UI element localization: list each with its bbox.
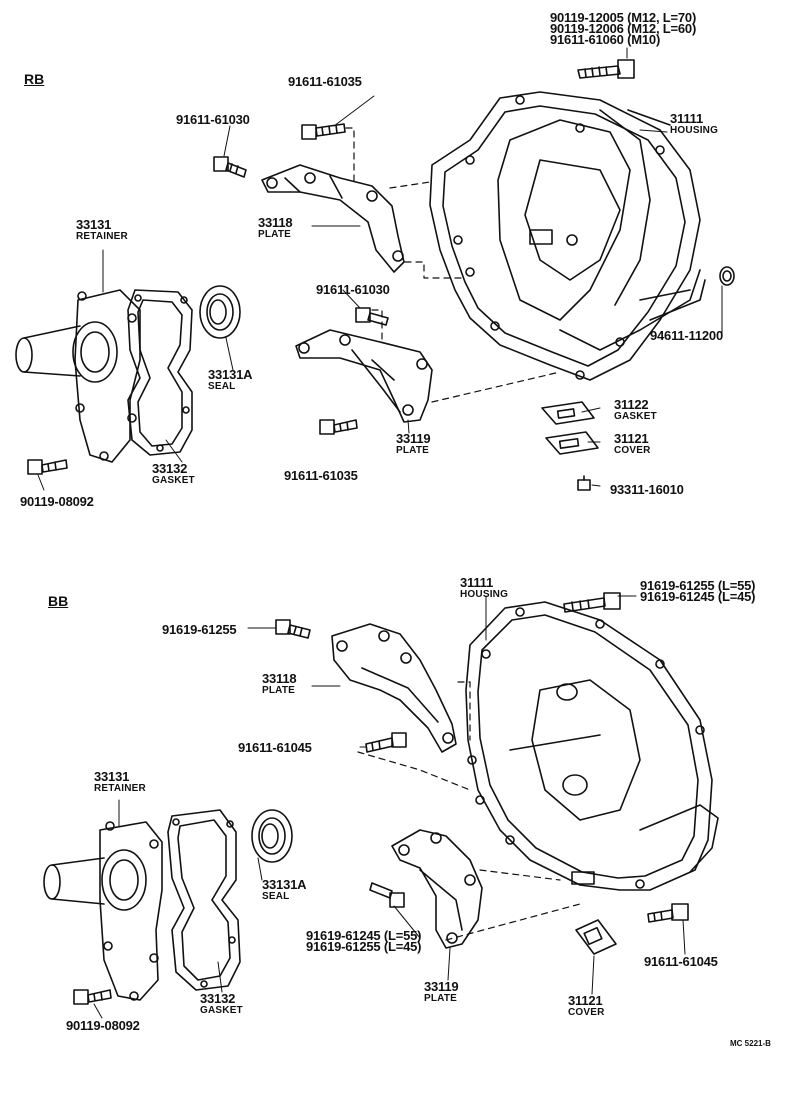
label-31111-top: 31111 HOUSING bbox=[670, 112, 718, 136]
gasket-33132-top bbox=[127, 289, 193, 456]
leaders-top bbox=[37, 47, 723, 491]
part-number-90119-12005: 90119-12005 (M12, L=70) bbox=[550, 10, 697, 25]
label-33131-top: 33131 RETAINER bbox=[76, 217, 128, 242]
gasket-33132-bottom bbox=[167, 809, 241, 991]
label-91611-61045-bottom-right: 91611-61045 bbox=[644, 954, 718, 969]
seal-33131A-bottom bbox=[251, 809, 293, 863]
part-number-91611-61060: 91611-61060 (M10) bbox=[550, 32, 661, 47]
label-33132-bottom: 33132 GASKET bbox=[200, 991, 243, 1016]
part-number: 31111 bbox=[670, 111, 703, 126]
dashed-assembly-lines-top bbox=[345, 127, 561, 403]
label-housing-bolts-top: 90119-12005 (M12, L=70) 90119-12006 (M12… bbox=[550, 10, 697, 47]
bolt-91619-61245-bottom bbox=[369, 882, 405, 908]
part-number-90119-12006: 90119-12006 (M12, L=60) bbox=[550, 21, 697, 36]
bolt-91611-61035-top bbox=[301, 123, 346, 140]
label-93311-16010-top: 93311-16010 bbox=[610, 482, 684, 497]
bolt-93311-16010-top bbox=[577, 475, 591, 491]
label-91611-61035-bottom-top: 91611-61035 bbox=[284, 468, 358, 483]
bolt-91619-61255-bottom-left bbox=[275, 619, 311, 639]
label-91611-61030-mid-top: 91611-61030 bbox=[316, 282, 390, 297]
cover-31121-bottom bbox=[575, 919, 617, 955]
plug-94611-11200-top bbox=[719, 266, 735, 286]
dashed-assembly-lines-bottom bbox=[357, 681, 581, 941]
bolt-91611-61035-bottom-top bbox=[319, 419, 358, 435]
label-housing-bolts-bottom: 91619-61255 (L=55) 91619-61245 (L=45) bbox=[640, 578, 756, 604]
cover-31121-top bbox=[545, 431, 599, 455]
label-33131A-bottom: 33131A SEAL bbox=[262, 877, 307, 902]
label-91611-61035-top: 91611-61035 bbox=[288, 74, 362, 89]
label-33119-top: 33119 PLATE bbox=[396, 431, 431, 456]
version-label-rb: RB bbox=[24, 71, 45, 87]
diagram-code: MC 5221-B bbox=[730, 1039, 771, 1048]
retainer-33131-bottom bbox=[43, 821, 163, 1001]
seal-33131A-top bbox=[199, 285, 241, 339]
version-label-bb: BB bbox=[48, 593, 69, 609]
bolt-90119-08092-bottom bbox=[73, 989, 112, 1005]
label-91611-61045-bottom-left: 91611-61045 bbox=[238, 740, 312, 755]
label-33119-bottom: 33119 PLATE bbox=[424, 979, 459, 1004]
label-31122-top: 31122 GASKET bbox=[614, 397, 657, 422]
bolt-91611-61045-bottom-left bbox=[365, 732, 407, 753]
label-90119-08092-top: 90119-08092 bbox=[20, 494, 94, 509]
label-31121-bottom: 31121 COVER bbox=[568, 993, 605, 1018]
label-33118-bottom: 33118 PLATE bbox=[262, 671, 297, 696]
leaders-bottom bbox=[93, 595, 686, 1019]
gasket-31122-top bbox=[541, 401, 595, 425]
label-31121-top: 31121 COVER bbox=[614, 431, 651, 456]
bracket-33118-top bbox=[261, 164, 405, 273]
bolt-91611-61045-bottom-right bbox=[647, 903, 689, 923]
part-name: HOUSING bbox=[670, 125, 719, 136]
label-90119-08092-bottom: 90119-08092 bbox=[66, 1018, 140, 1033]
housing-bolt-91619-61255-bottom bbox=[563, 592, 621, 613]
housing-31111-bottom-drawing bbox=[465, 601, 719, 891]
label-plate-bolts-bottom: 91619-61245 (L=55) 91619-61255 (L=45) bbox=[306, 928, 422, 954]
label-33132-top: 33132 GASKET bbox=[152, 461, 195, 486]
bolt-91611-61030-top bbox=[213, 156, 247, 178]
housing-bolt-90119-top bbox=[577, 59, 635, 79]
label-91611-61030-top: 91611-61030 bbox=[176, 112, 250, 127]
bolt-90119-08092-top bbox=[27, 459, 68, 475]
label-91619-61255-bottom: 91619-61255 bbox=[162, 622, 237, 637]
bracket-33118-bottom bbox=[331, 623, 457, 753]
housing-31111-top-drawing bbox=[429, 91, 706, 381]
label-33118-top: 33118 PLATE bbox=[258, 215, 293, 240]
label-31111-bottom: 31111 HOUSING bbox=[460, 575, 509, 600]
label-94611-11200-top: 94611-11200 bbox=[650, 328, 723, 343]
label-33131-bottom: 33131 RETAINER bbox=[94, 769, 146, 794]
retainer-33131-top bbox=[15, 289, 141, 463]
label-33131A-top: 33131A SEAL bbox=[208, 367, 253, 392]
bracket-33119-top bbox=[295, 329, 433, 423]
bracket-33119-bottom bbox=[391, 829, 483, 949]
